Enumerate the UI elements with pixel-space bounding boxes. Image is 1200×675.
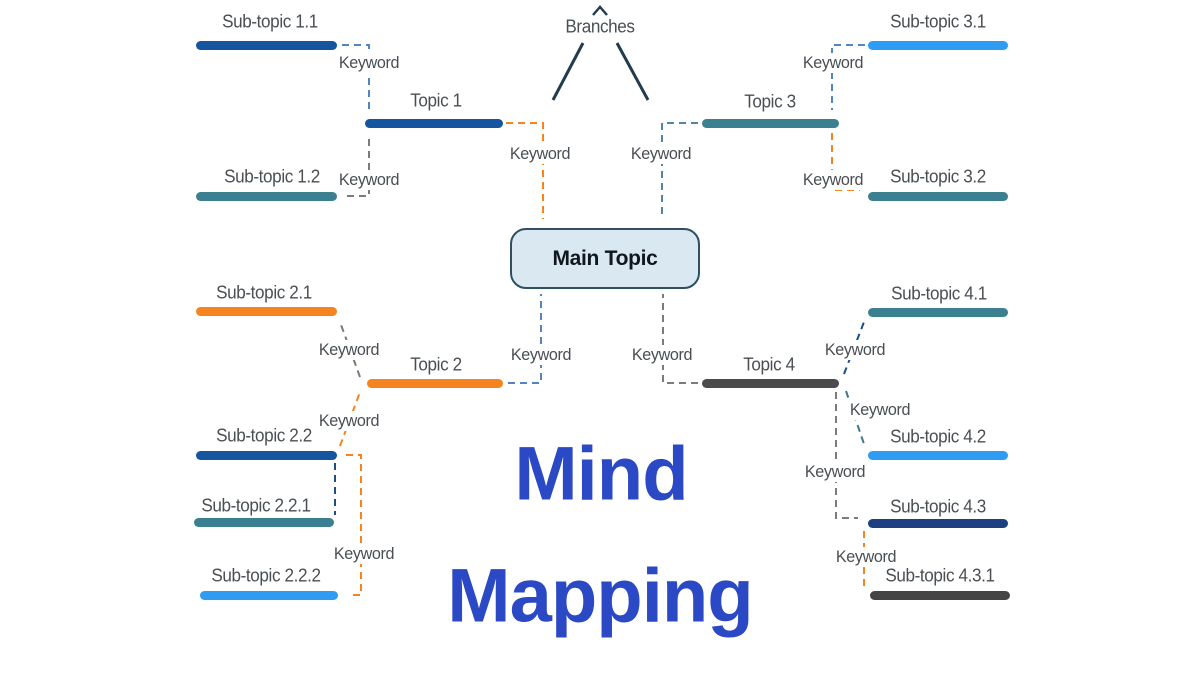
- connector-topic4-main: [662, 294, 698, 384]
- page-title-line-1: Mind: [514, 431, 688, 517]
- connector-topic1-sub12: [347, 136, 370, 197]
- connector-topic1-sub11: [342, 44, 370, 110]
- sub32-label: Sub-topic 3.2: [890, 166, 986, 187]
- keyword-label-topic1-main: Keyword: [507, 144, 573, 164]
- sub431-bar: [870, 591, 1010, 600]
- connector-topic3-main: [661, 122, 698, 219]
- sub11-bar: [196, 41, 337, 50]
- keyword-label-sub22-sub222: Keyword: [331, 544, 397, 564]
- keyword-label-topic4-sub43: Keyword: [802, 462, 868, 482]
- topic4-label: Topic 4: [743, 354, 795, 375]
- topic4-bar: [702, 379, 839, 388]
- sub31-bar: [868, 41, 1008, 50]
- sub21-bar: [196, 307, 337, 316]
- topic1-label: Topic 1: [410, 90, 462, 111]
- branches-caret-icon: [592, 5, 608, 16]
- sub12-label: Sub-topic 1.2: [224, 166, 320, 187]
- keyword-label-topic4-main: Keyword: [629, 345, 695, 365]
- sub42-label: Sub-topic 4.2: [890, 426, 986, 447]
- topic1-bar: [365, 119, 503, 128]
- sub41-bar: [868, 308, 1008, 317]
- topic3-bar: [702, 119, 839, 128]
- sub42-bar: [868, 451, 1008, 460]
- branches-label: Branches: [565, 16, 635, 37]
- branches-arrow-right: [615, 42, 650, 101]
- keyword-label-sub43-sub431: Keyword: [833, 547, 899, 567]
- keyword-label-topic1-sub12: Keyword: [336, 170, 402, 190]
- topic2-label: Topic 2: [410, 354, 462, 375]
- keyword-label-topic1-sub11: Keyword: [336, 53, 402, 73]
- sub43-bar: [868, 519, 1008, 528]
- connector-topic3-sub31: [831, 44, 865, 110]
- sub221-label: Sub-topic 2.2.1: [201, 495, 311, 516]
- connector-topic1-main: [506, 122, 544, 219]
- connector-topic4-sub43: [835, 392, 858, 519]
- topic3-label: Topic 3: [744, 91, 796, 112]
- keyword-label-topic3-sub31: Keyword: [800, 53, 866, 73]
- sub22-bar: [196, 451, 337, 460]
- sub41-label: Sub-topic 4.1: [891, 283, 987, 304]
- sub12-bar: [196, 192, 337, 201]
- topic2-bar: [367, 379, 503, 388]
- main-topic-label: Main Topic: [552, 246, 658, 270]
- sub222-bar: [200, 591, 338, 600]
- page-title-line-2: Mapping: [447, 553, 753, 639]
- sub222-label: Sub-topic 2.2.2: [211, 565, 321, 586]
- sub31-label: Sub-topic 3.1: [890, 11, 986, 32]
- sub431-label: Sub-topic 4.3.1: [885, 565, 995, 586]
- branches-arrow-left: [551, 42, 585, 101]
- keyword-label-topic2-main: Keyword: [508, 345, 574, 365]
- sub22-label: Sub-topic 2.2: [216, 425, 312, 446]
- keyword-label-topic2-sub21: Keyword: [316, 340, 382, 360]
- sub21-label: Sub-topic 2.1: [216, 282, 312, 303]
- keyword-label-topic4-sub42: Keyword: [847, 400, 913, 420]
- sub221-bar: [194, 518, 334, 527]
- sub32-bar: [868, 192, 1008, 201]
- connector-topic2-main: [508, 294, 542, 384]
- connector-topic3-sub32: [831, 133, 860, 191]
- keyword-label-topic3-main: Keyword: [628, 144, 694, 164]
- keyword-label-topic2-sub22: Keyword: [316, 411, 382, 431]
- connector-sub22-sub222: [346, 454, 362, 596]
- sub43-label: Sub-topic 4.3: [890, 496, 986, 517]
- main-topic-node: Main Topic: [510, 228, 700, 289]
- keyword-label-topic4-sub41: Keyword: [822, 340, 888, 360]
- keyword-label-topic3-sub32: Keyword: [800, 170, 866, 190]
- sub11-label: Sub-topic 1.1: [222, 11, 318, 32]
